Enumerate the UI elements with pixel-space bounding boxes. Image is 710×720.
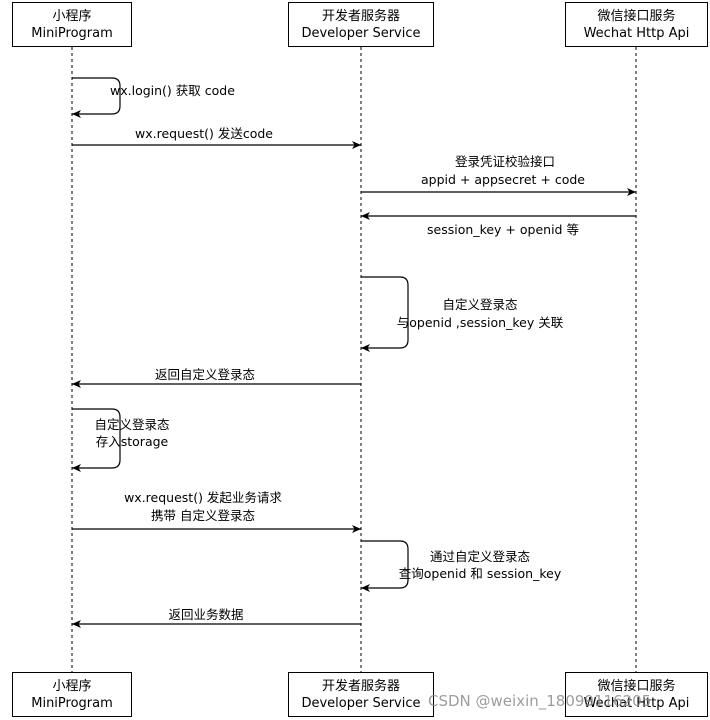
self-arrow-query	[361, 540, 409, 592]
label-return-data: 返回业务数据	[168, 607, 244, 622]
watermark: CSDN @weixin_18099116205	[428, 692, 652, 710]
participant-wechat-top: 微信接口服务 Wechat Http Api	[565, 2, 708, 47]
label-query-2: 查询openid 和 session_key	[398, 566, 562, 581]
participant-sub: Developer Service	[301, 695, 421, 711]
label-store-1: 自定义登录态	[94, 417, 170, 432]
participant-name: 小程序	[52, 8, 92, 24]
participant-sub: MiniProgram	[31, 25, 113, 41]
label-verify-2: appid + appsecret + code	[421, 172, 585, 187]
participant-miniprogram-bottom: 小程序 MiniProgram	[12, 672, 132, 717]
self-arrow-custom-state	[361, 276, 409, 352]
label-biz-request-2: 携带 自定义登录态	[151, 508, 255, 523]
label-send-code: wx.request() 发送code	[135, 126, 273, 141]
label-store-2: 存入storage	[95, 434, 169, 449]
self-arrow-login	[72, 77, 121, 118]
label-return-state: 返回自定义登录态	[154, 367, 256, 382]
participant-name: 微信接口服务	[597, 678, 676, 694]
participant-sub: Wechat Http Api	[583, 695, 690, 711]
participant-sub: MiniProgram	[31, 695, 113, 711]
participant-developer-bottom: 开发者服务器 Developer Service	[288, 672, 434, 717]
label-custom-state-2: 与openid ,session_key 关联	[396, 315, 564, 330]
participant-wechat-bottom: 微信接口服务 Wechat Http Api	[565, 672, 708, 717]
participant-sub: Wechat Http Api	[583, 25, 690, 41]
participant-name: 开发者服务器	[321, 8, 400, 24]
participant-name: 开发者服务器	[321, 678, 400, 694]
label-verify-1: 登录凭证校验接口	[454, 154, 556, 169]
label-session-return: session_key + openid 等	[427, 222, 579, 237]
label-custom-state-1: 自定义登录态	[442, 297, 518, 312]
participant-name: 小程序	[52, 678, 92, 694]
label-biz-request-1: wx.request() 发起业务请求	[124, 490, 282, 505]
participant-sub: Developer Service	[301, 25, 421, 41]
participant-name: 微信接口服务	[597, 8, 676, 24]
self-arrow-store	[72, 408, 121, 472]
participant-developer-top: 开发者服务器 Developer Service	[288, 2, 434, 47]
participant-miniprogram-top: 小程序 MiniProgram	[12, 2, 132, 47]
label-query-1: 通过自定义登录态	[429, 549, 531, 564]
label-login: wx.login() 获取 code	[110, 83, 235, 98]
